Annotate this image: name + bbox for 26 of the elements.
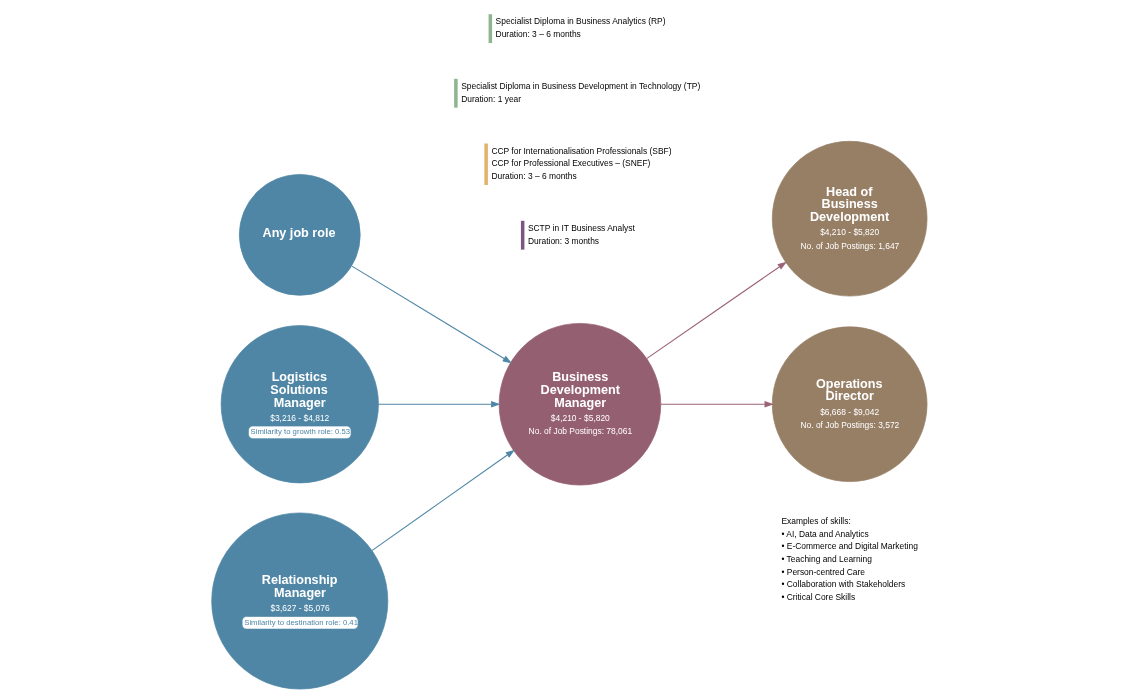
label: Duration: 3 – 6 months	[495, 29, 581, 40]
arrow	[659, 401, 774, 408]
label: • E-Commerce and Digital Marketing	[781, 541, 918, 552]
label: CCP for Internationalisation Professionals (SBF)	[490, 145, 671, 156]
label: Duration: 1 year	[460, 93, 521, 104]
label: Duration: 3 months	[527, 235, 599, 246]
label: • Critical Core Skills	[781, 592, 855, 603]
label: Examples of skills:	[781, 516, 851, 527]
arrow	[370, 449, 515, 552]
arrow	[350, 265, 512, 364]
node-circle: Head of Business Development $4,210 - $5,820 No. of Job Postings: 1,647	[771, 140, 927, 297]
label: • Person-centred Care	[781, 566, 865, 577]
label: • Teaching and Learning	[781, 554, 872, 565]
label: SCTP in IT Business Analyst	[527, 223, 635, 234]
node-circle: Logistics Solutions Manager $3,216 - $4,812 Similarity to growth role: 0.53	[220, 325, 379, 484]
node-circle: Relationship Manager $3,627 - $5,076 Similarity to destination role: 0.41	[210, 512, 388, 690]
node-circle: Any job role	[238, 174, 361, 296]
label: • Collaboration with Stakeholders	[781, 579, 905, 590]
label: CCP for Professional Executives – (SNEF)	[490, 158, 650, 169]
label: Duration: 3 – 6 months	[490, 171, 577, 182]
label: Specialist Diploma in Business Analytics (RP)	[495, 16, 666, 27]
label: • AI, Data and Analytics	[781, 528, 869, 539]
arrow	[377, 401, 500, 408]
arrow	[645, 261, 787, 359]
node-circle: Operations Director $6,668 - $9,042 No. of Job Postings: 3,572	[771, 326, 927, 482]
label: Specialist Diploma in Business Development in Technology (TP)	[460, 81, 700, 92]
